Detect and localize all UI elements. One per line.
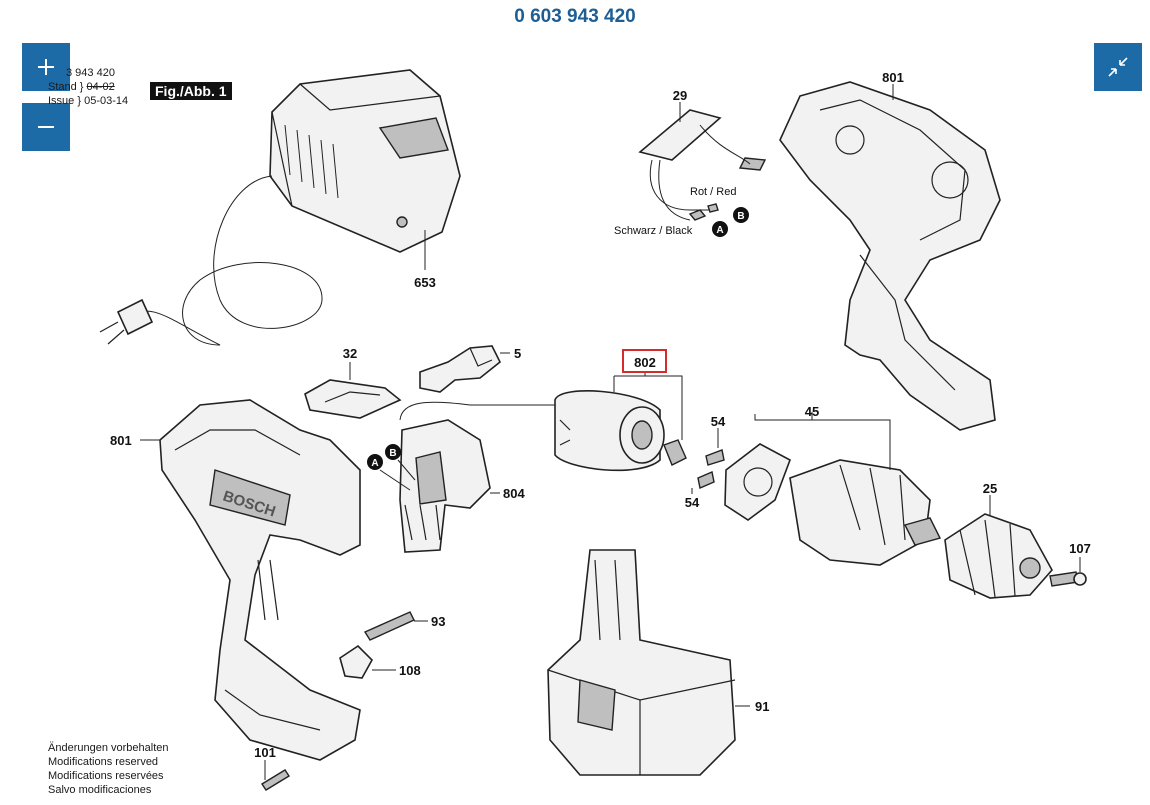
battery-pack-part-91[interactable]: [547, 549, 736, 776]
collapse-arrows-icon: [1108, 57, 1128, 77]
highlighted-part-frame: [622, 349, 667, 373]
screw-part-54-lower[interactable]: [697, 471, 715, 489]
meta-issue-label: Issue: [48, 95, 75, 107]
callout-653: 653: [414, 275, 436, 290]
wire-red-label: Rot / Red: [690, 186, 736, 198]
callout-54-upper: 54: [711, 414, 726, 429]
callout-101: 101: [254, 745, 276, 760]
plus-icon: [38, 59, 54, 75]
callout-801-top: 801: [882, 70, 904, 85]
marker-b-label: B: [737, 211, 744, 222]
screwdriver-bit-part-93[interactable]: [363, 611, 415, 641]
drawing-meta: 3 943 420 Stand } 04-02 Issue } 05-03-14: [48, 67, 129, 107]
switch-marker-b-icon: [385, 444, 401, 460]
switch-cover-part-32[interactable]: [304, 379, 402, 419]
callout-802: 802: [634, 355, 656, 370]
callout-108: 108: [399, 663, 421, 678]
charger-part-653[interactable]: [99, 69, 461, 346]
screw-part-101[interactable]: [261, 769, 290, 791]
callout-54-lower: 54: [685, 495, 700, 510]
zoom-in-button[interactable]: [22, 43, 70, 91]
motor-part-802[interactable]: [554, 390, 687, 472]
marker-b-icon: [733, 207, 749, 223]
callout-5: 5: [514, 346, 521, 361]
switch-marker-a-label: A: [371, 458, 378, 469]
footer-line-en: Modifications reserved: [48, 756, 159, 768]
screw-part-107[interactable]: [1049, 571, 1087, 587]
switch-marker-a-icon: [367, 454, 383, 470]
callout-801-left: 801: [110, 433, 132, 448]
housing-half-part-801[interactable]: [779, 81, 1001, 431]
page-title: 0 603 943 420: [514, 6, 636, 27]
housing-half-part-801-left[interactable]: [159, 399, 361, 761]
switch-marker-b-label: B: [389, 448, 396, 459]
meta-stand-label: Stand: [48, 81, 77, 93]
gearbox-part-45[interactable]: [724, 443, 942, 566]
figure-label: Fig./Abb. 1: [150, 82, 232, 100]
footer-notice: Änderungen vorbehalten Modifications res…: [48, 741, 168, 797]
marker-a-icon: [712, 221, 728, 237]
footer-line-es: Salvo modificaciones: [48, 784, 152, 796]
trigger-part-5[interactable]: [419, 345, 502, 393]
bit-holder-part-108[interactable]: [339, 644, 373, 679]
meta-issue-value: 05-03-14: [84, 95, 129, 107]
meta-part-number: 3 943 420: [66, 67, 115, 79]
minus-icon: [38, 126, 54, 128]
callout-29: 29: [673, 88, 687, 103]
zoom-out-button[interactable]: [22, 103, 70, 151]
wire-harness-part-29[interactable]: [638, 109, 767, 221]
marker-a-label: A: [716, 225, 723, 236]
callout-804: 804: [503, 486, 525, 501]
switch-part-804[interactable]: [399, 401, 560, 553]
wire-black-label: Schwarz / Black: [614, 225, 693, 237]
footer-line-fr: Modifications reservées: [48, 770, 164, 782]
callout-25: 25: [983, 481, 997, 496]
callout-45: 45: [805, 404, 819, 419]
chuck-part-25[interactable]: [944, 513, 1053, 599]
fullscreen-toggle-button[interactable]: [1094, 43, 1142, 91]
callout-32: 32: [343, 346, 357, 361]
callout-93: 93: [431, 614, 445, 629]
callout-91: 91: [755, 699, 769, 714]
meta-stand-value: 04-02: [86, 81, 115, 93]
footer-line-de: Änderungen vorbehalten: [48, 742, 169, 754]
screw-part-54-upper[interactable]: [705, 449, 725, 466]
callout-107: 107: [1069, 541, 1091, 556]
